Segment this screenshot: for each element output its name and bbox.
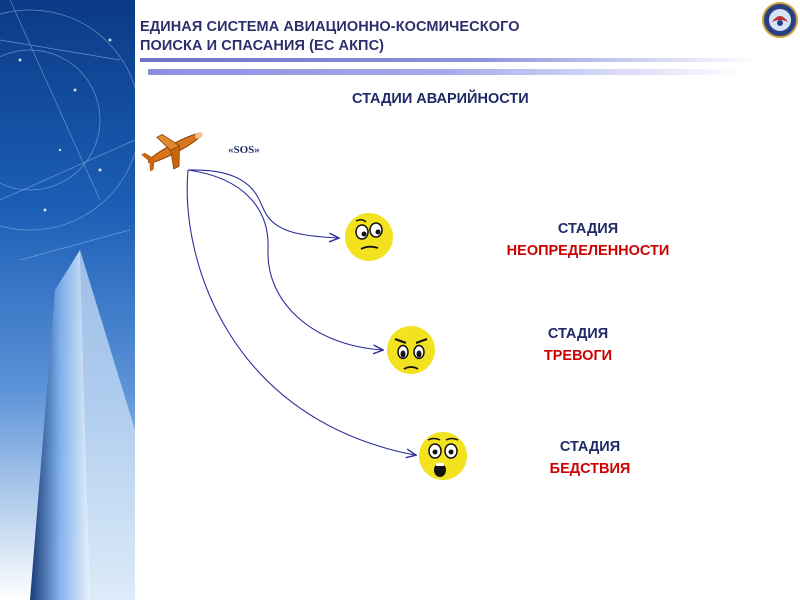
shocked-face-icon	[418, 431, 468, 481]
stage-uncertainty-line1: СТАДИЯ	[557, 221, 619, 237]
emblem-icon	[762, 2, 798, 38]
presentation-header-title: ЕДИНАЯ СИСТЕМА АВИАЦИОННО-КОСМИЧЕСКОГО П…	[140, 18, 610, 56]
header-title-line1: ЕДИНАЯ СИСТЕМА АВИАЦИОННО-КОСМИЧЕСКОГО	[140, 19, 520, 35]
stage-uncertainty-line2: НЕОПРЕДЕЛЕННОСТИ	[506, 243, 670, 259]
header-decorative-bars	[140, 58, 760, 75]
decorative-side-panel	[0, 0, 135, 600]
header-bar-top	[140, 58, 760, 62]
constellation-background	[0, 0, 135, 600]
stage-uncertainty-label: СТАДИЯ НЕОПРЕДЕЛЕННОСТИ	[478, 218, 698, 262]
arrow-to-uncertainty	[187, 169, 338, 238]
stage-distress-line2: БЕДСТВИЯ	[549, 461, 631, 477]
stage-distress-line1: СТАДИЯ	[559, 439, 621, 455]
sos-label: «SOS»	[228, 144, 260, 156]
slide-title: СТАДИИ АВАРИЙНОСТИ	[352, 91, 529, 107]
worried-face-icon	[386, 325, 436, 375]
stage-distress-label: СТАДИЯ БЕДСТВИЯ	[525, 436, 655, 480]
stage-alert-line2: ТРЕВОГИ	[543, 348, 613, 364]
thinking-face-icon	[344, 212, 394, 262]
header-title-line2: ПОИСКА И СПАСАНИЯ (ЕС АКПС)	[140, 38, 385, 54]
airplane-icon	[141, 132, 203, 172]
stage-alert-line1: СТАДИЯ	[547, 326, 609, 342]
header-bar-bottom	[148, 69, 748, 75]
stage-alert-label: СТАДИЯ ТРЕВОГИ	[518, 323, 638, 367]
arrow-to-alert	[187, 169, 382, 350]
arrow-to-distress	[186, 169, 415, 455]
